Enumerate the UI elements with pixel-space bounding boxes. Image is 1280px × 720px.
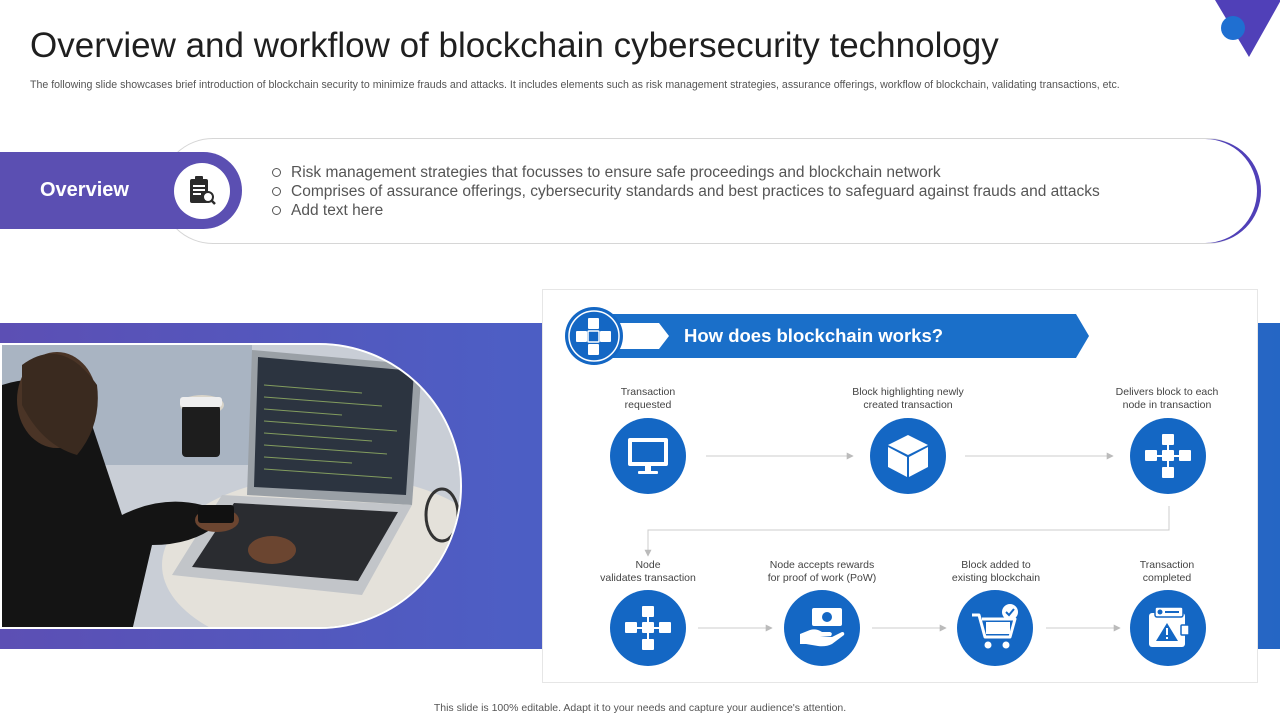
overview-bullet-text: Add text here	[291, 201, 384, 219]
step-label-line: Node	[635, 559, 661, 571]
page-title: Overview and workflow of blockchain cybe…	[30, 26, 999, 65]
overview-icon-badge	[174, 163, 230, 219]
step-label-line: requested	[624, 399, 672, 411]
footer-note: This slide is 100% editable. Adapt it to…	[433, 702, 847, 714]
cube-icon	[888, 435, 928, 477]
step-label-line: completed	[1142, 572, 1192, 584]
step-3-circle	[1130, 418, 1206, 494]
step-label-line: Transaction	[620, 386, 676, 398]
step-1-label: Transaction requested	[578, 386, 718, 412]
network-blocks-icon	[1145, 434, 1191, 478]
step-1-circle	[610, 418, 686, 494]
step-7-label: Transaction completed	[1097, 559, 1237, 585]
hand-money-icon	[800, 608, 845, 647]
step-2-circle	[870, 418, 946, 494]
workflow-banner	[565, 307, 1089, 365]
step-label-line: created transaction	[863, 399, 953, 411]
step-4-circle	[610, 590, 686, 666]
step-5-circle	[784, 590, 860, 666]
monitor-icon	[628, 438, 668, 474]
step-6-circle	[957, 590, 1033, 666]
overview-bullet-list: Risk management strategies that focusses…	[272, 163, 1100, 220]
overview-bullet-text: Comprises of assurance offerings, cybers…	[291, 182, 1100, 200]
workflow-heading: How does blockchain works?	[684, 325, 944, 346]
overview-bullet: Risk management strategies that focusses…	[272, 163, 1100, 182]
step-label-line: for proof of work (PoW)	[767, 572, 877, 584]
step-label-line: Delivers block to each	[1115, 386, 1219, 398]
overview-label: Overview	[40, 179, 129, 201]
person-laptop-photo	[0, 343, 462, 629]
bullet-circle-icon	[272, 187, 281, 196]
step-label-line: Transaction	[1139, 559, 1195, 571]
blockchain-cubes-icon	[576, 318, 611, 355]
page-subtitle: The following slide showcases brief intr…	[30, 79, 1120, 91]
overview-bullet: Add text here	[272, 201, 1100, 220]
cart-check-icon	[972, 604, 1018, 649]
step-6-label: Block added to existing blockchain	[926, 559, 1066, 585]
step-label-line: Block highlighting newly	[852, 386, 964, 398]
clipboard-search-icon	[190, 176, 216, 205]
overview-box	[160, 138, 1260, 244]
step-7-circle	[1130, 590, 1206, 666]
network-blocks-icon	[625, 606, 671, 650]
step-label-line: validates transaction	[600, 572, 696, 584]
overview-bullet: Comprises of assurance offerings, cybers…	[272, 182, 1100, 201]
step-4-label: Node validates transaction	[578, 559, 718, 585]
step-label-line: Block added to	[961, 559, 1031, 571]
step-label-line: existing blockchain	[951, 572, 1041, 584]
bullet-circle-icon	[272, 206, 281, 215]
step-label-line: Node accepts rewards	[769, 559, 875, 571]
step-3-label: Delivers block to each node in transacti…	[1097, 386, 1237, 412]
step-5-label: Node accepts rewards for proof of work (…	[752, 559, 892, 585]
step-label-line: node in transaction	[1122, 399, 1212, 411]
step-2-label: Block highlighting newly created transac…	[838, 386, 978, 412]
corner-decoration	[1215, 0, 1280, 57]
bullet-circle-icon	[272, 168, 281, 177]
overview-bullet-text: Risk management strategies that focusses…	[291, 163, 941, 181]
wallet-alert-icon	[1149, 606, 1190, 647]
